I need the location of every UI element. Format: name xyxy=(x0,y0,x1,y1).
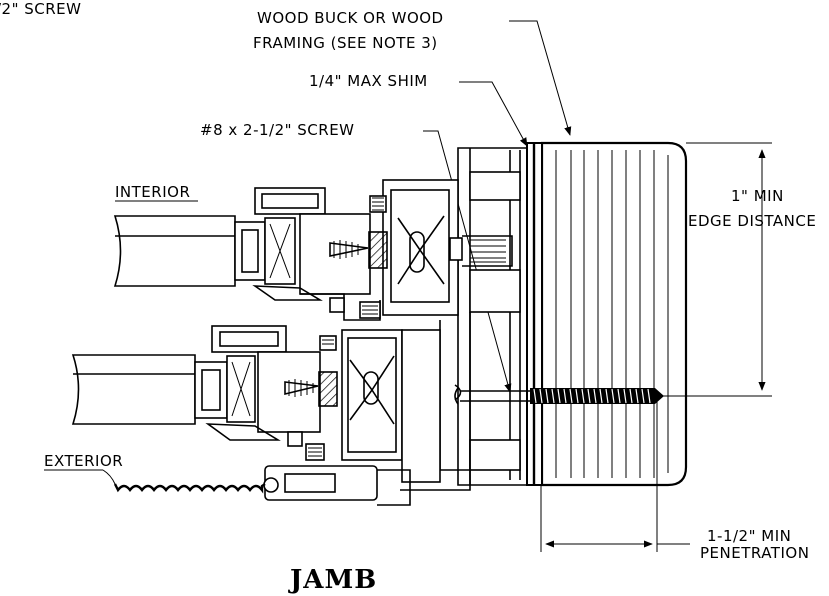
exterior-sash-frame xyxy=(341,329,462,483)
screw-label-top-left: /2" SCREW xyxy=(0,0,82,18)
wood-buck-label-line2: FRAMING (SEE NOTE 3) xyxy=(253,34,438,52)
interior-sash-frame xyxy=(382,179,513,316)
wood-buck xyxy=(540,141,688,487)
edge-distance-label-line1: 1" MIN xyxy=(731,187,784,205)
anchor-screw xyxy=(454,387,664,405)
exterior-label: EXTERIOR xyxy=(44,452,123,470)
drawing-title: JAMB xyxy=(288,565,377,595)
exterior-leader xyxy=(102,469,116,485)
penetration-label-line1: 1-1/2" MIN xyxy=(707,527,791,545)
edge-distance-label-line2: EDGE DISTANCE xyxy=(688,212,816,230)
wood-buck-label-line1: WOOD BUCK OR WOOD xyxy=(257,9,444,27)
penetration-label-line2: PENETRATION xyxy=(700,544,809,562)
exterior-sealant-bead xyxy=(113,483,266,494)
exterior-glazing xyxy=(71,325,338,461)
screw-label: #8 x 2-1/2" SCREW xyxy=(200,121,355,139)
edge-distance-dimension xyxy=(660,142,772,397)
wood-buck-leader xyxy=(509,20,572,136)
max-shim-leader xyxy=(459,81,528,147)
exterior-sill xyxy=(263,465,411,506)
max-shim-label: 1/4" MAX SHIM xyxy=(309,72,428,90)
interior-label: INTERIOR xyxy=(115,183,190,201)
penetration-dimension xyxy=(540,396,690,552)
interior-glazing xyxy=(113,187,388,321)
jamb-frame xyxy=(400,147,528,491)
